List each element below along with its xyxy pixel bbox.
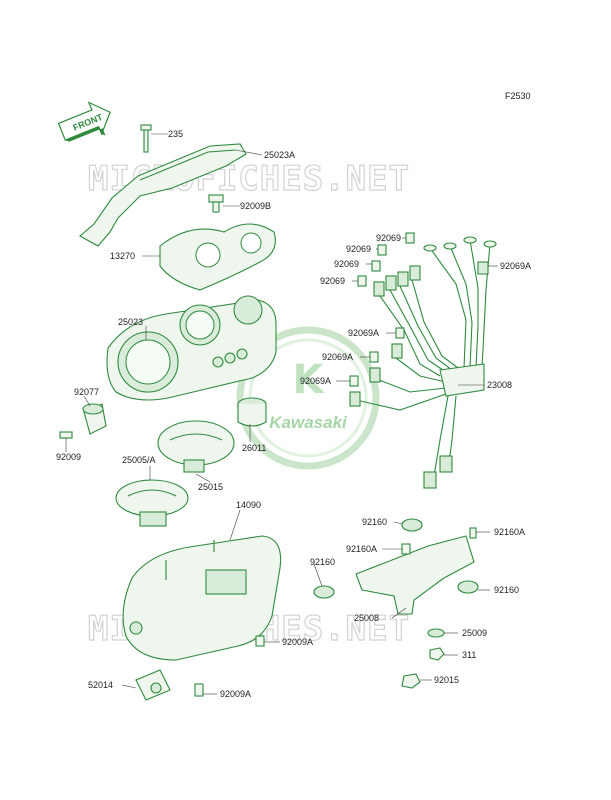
label-311: 311 xyxy=(462,650,476,660)
label-26011: 26011 xyxy=(242,443,266,453)
figure-code: F2530 xyxy=(505,91,531,101)
sensor-52014 xyxy=(135,669,171,701)
socket-92069a-c xyxy=(349,375,359,387)
label-52014: 52014 xyxy=(88,680,113,690)
socket-92069a-b xyxy=(369,351,379,363)
label-14090: 14090 xyxy=(236,500,261,510)
screw-92009a-1 xyxy=(255,635,265,647)
label-92160-1: 92160 xyxy=(362,517,387,527)
label-92009: 92009 xyxy=(56,452,81,462)
label-92069-2: 92069 xyxy=(346,244,371,254)
label-92015: 92015 xyxy=(434,675,459,685)
meter-housing-25023 xyxy=(106,295,277,401)
label-92009b: 92009B xyxy=(240,201,271,211)
part-26011 xyxy=(237,397,267,427)
label-92069-4: 92069 xyxy=(320,276,345,286)
label-25023: 25023 xyxy=(118,317,143,327)
screw-92009a-2 xyxy=(194,683,204,697)
label-92069a-1: 92069A xyxy=(500,261,531,271)
label-92069a-3: 92069A xyxy=(322,352,353,362)
label-23008: 23008 xyxy=(487,380,512,390)
label-25015: 25015 xyxy=(198,482,223,492)
label-92160-3: 92160 xyxy=(494,585,519,595)
logo-text: Kawasaki xyxy=(269,413,348,432)
socket-92069-4 xyxy=(357,275,367,287)
lower-case-14090 xyxy=(122,535,282,661)
label-25005a: 25005/A xyxy=(122,455,156,465)
label-92069a-2: 92069A xyxy=(348,328,379,338)
screw-92009 xyxy=(59,431,73,439)
screw-92009b xyxy=(208,194,224,213)
knob-92077 xyxy=(82,403,107,435)
wiring-harness-23008 xyxy=(349,236,497,489)
bracket-25023a xyxy=(79,143,247,247)
front-arrow-icon: FRONT xyxy=(57,101,111,142)
socket-92069-3 xyxy=(371,260,381,272)
label-92160a-2: 92160A xyxy=(346,544,377,554)
label-92069-3: 92069 xyxy=(334,259,359,269)
label-25009: 25009 xyxy=(462,628,487,638)
socket-92069-1 xyxy=(405,232,415,244)
svg-text:K: K xyxy=(293,357,326,403)
label-25008: 25008 xyxy=(354,613,379,623)
socket-92069-2 xyxy=(377,244,387,256)
label-92069a-4: 92069A xyxy=(300,376,331,386)
label-92077: 92077 xyxy=(74,387,99,397)
leader-lines xyxy=(65,133,498,695)
label-13270: 13270 xyxy=(110,251,135,261)
screw-235 xyxy=(140,124,152,153)
label-92160a-1: 92160A xyxy=(494,527,525,537)
dial-25005a xyxy=(115,479,189,527)
socket-92069a-a xyxy=(395,327,405,339)
label-92160-2: 92160 xyxy=(310,557,335,567)
dial-25015 xyxy=(157,420,235,473)
label-92009a-2: 92009A xyxy=(220,689,251,699)
label-235: 235 xyxy=(168,129,183,139)
bracket-25008 xyxy=(313,518,479,689)
label-25023a: 25023A xyxy=(264,150,295,160)
label-92069-1: 92069 xyxy=(376,233,401,243)
label-92009a-1: 92009A xyxy=(282,637,313,647)
